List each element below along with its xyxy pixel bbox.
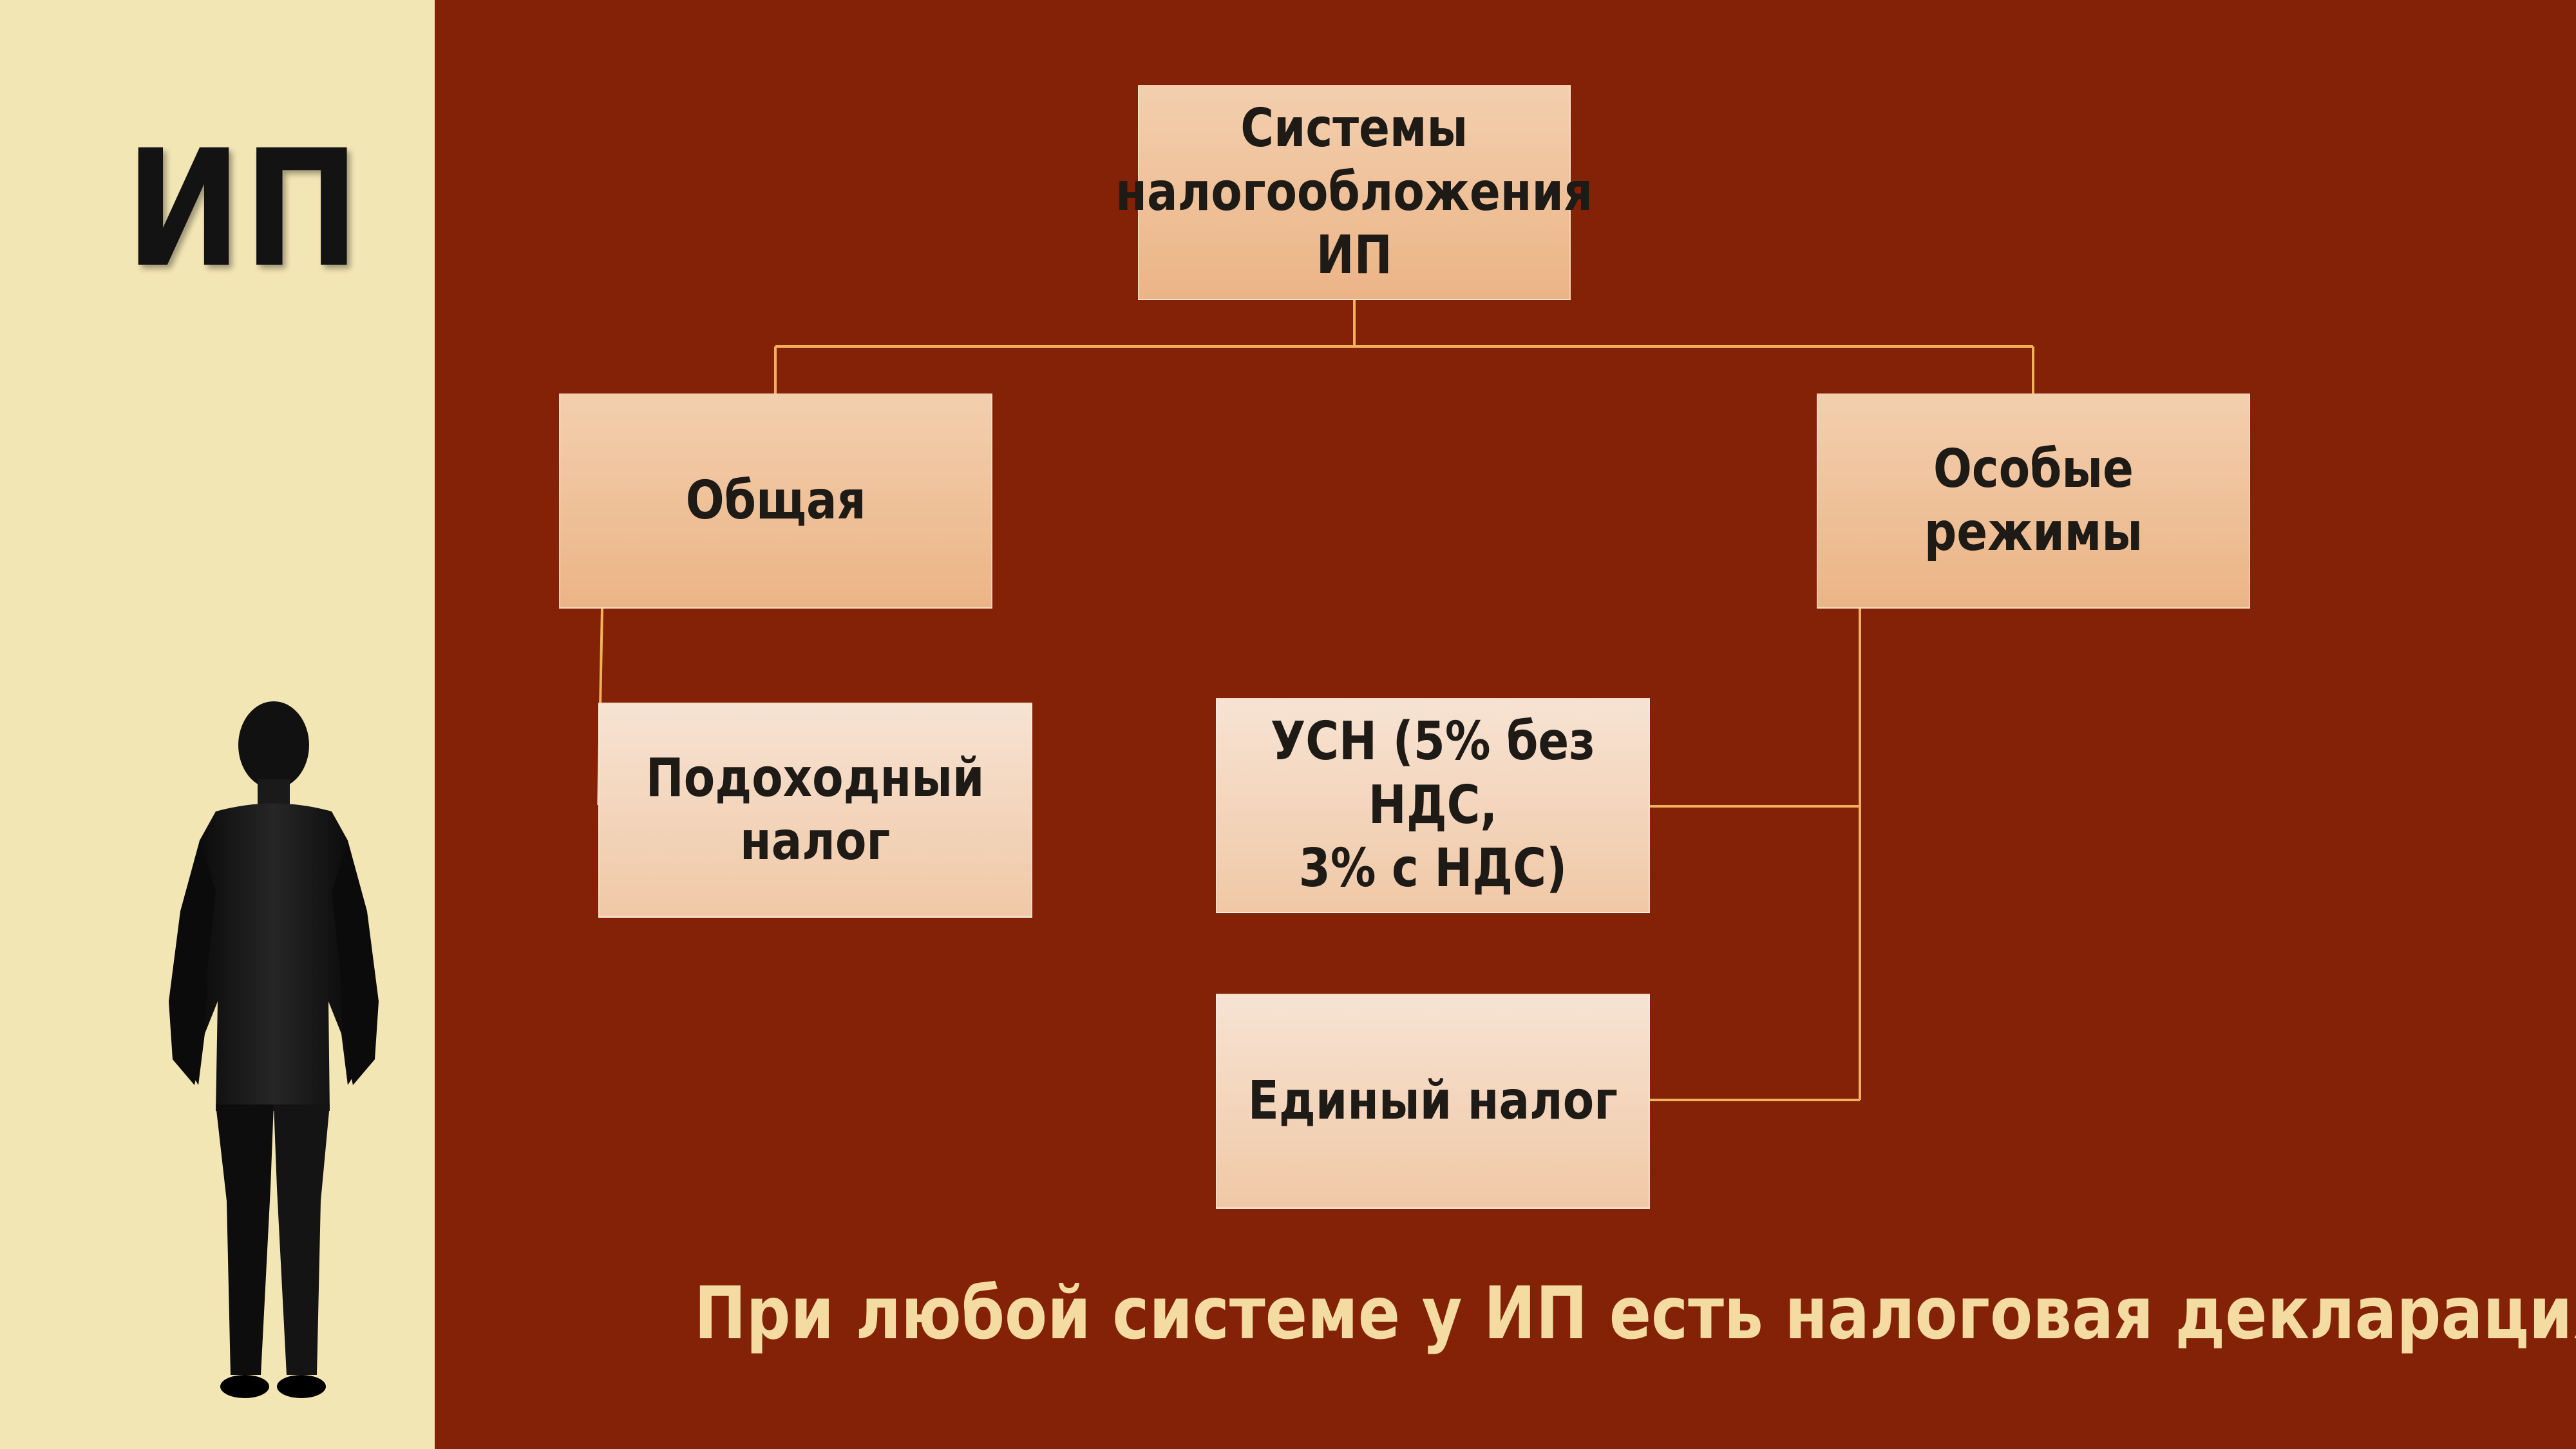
diagram-node-general: Общая: [559, 393, 992, 609]
page-title: ИП: [126, 115, 362, 303]
diagram-node-single-tax: Единый налог: [1216, 994, 1650, 1209]
diagram-node-special-label: Особые режимы: [1924, 438, 2143, 563]
footer-note: При любой системе у ИП есть налоговая де…: [694, 1272, 2576, 1356]
diagram-node-general-label: Общая: [685, 469, 866, 531]
diagram-node-special: Особые режимы: [1817, 393, 2250, 609]
diagram-node-income-tax: Подоходный налог: [598, 703, 1032, 918]
left-sidebar: ИП: [0, 0, 435, 1449]
diagram-node-single-tax-label: Единый налог: [1247, 1070, 1618, 1132]
diagram-node-usn-label: УСН (5% без НДС, 3% с НДС): [1270, 711, 1596, 900]
diagram-node-root: Системы налогообложения ИП: [1116, 85, 1593, 300]
diagram-node-root-label: Системы налогообложения ИП: [1115, 98, 1593, 287]
diagram-node-usn: УСН (5% без НДС, 3% с НДС): [1216, 698, 1650, 913]
diagram-node-income-tax-label: Подоходный налог: [646, 747, 985, 872]
businessman-silhouette-icon: [169, 701, 379, 1398]
